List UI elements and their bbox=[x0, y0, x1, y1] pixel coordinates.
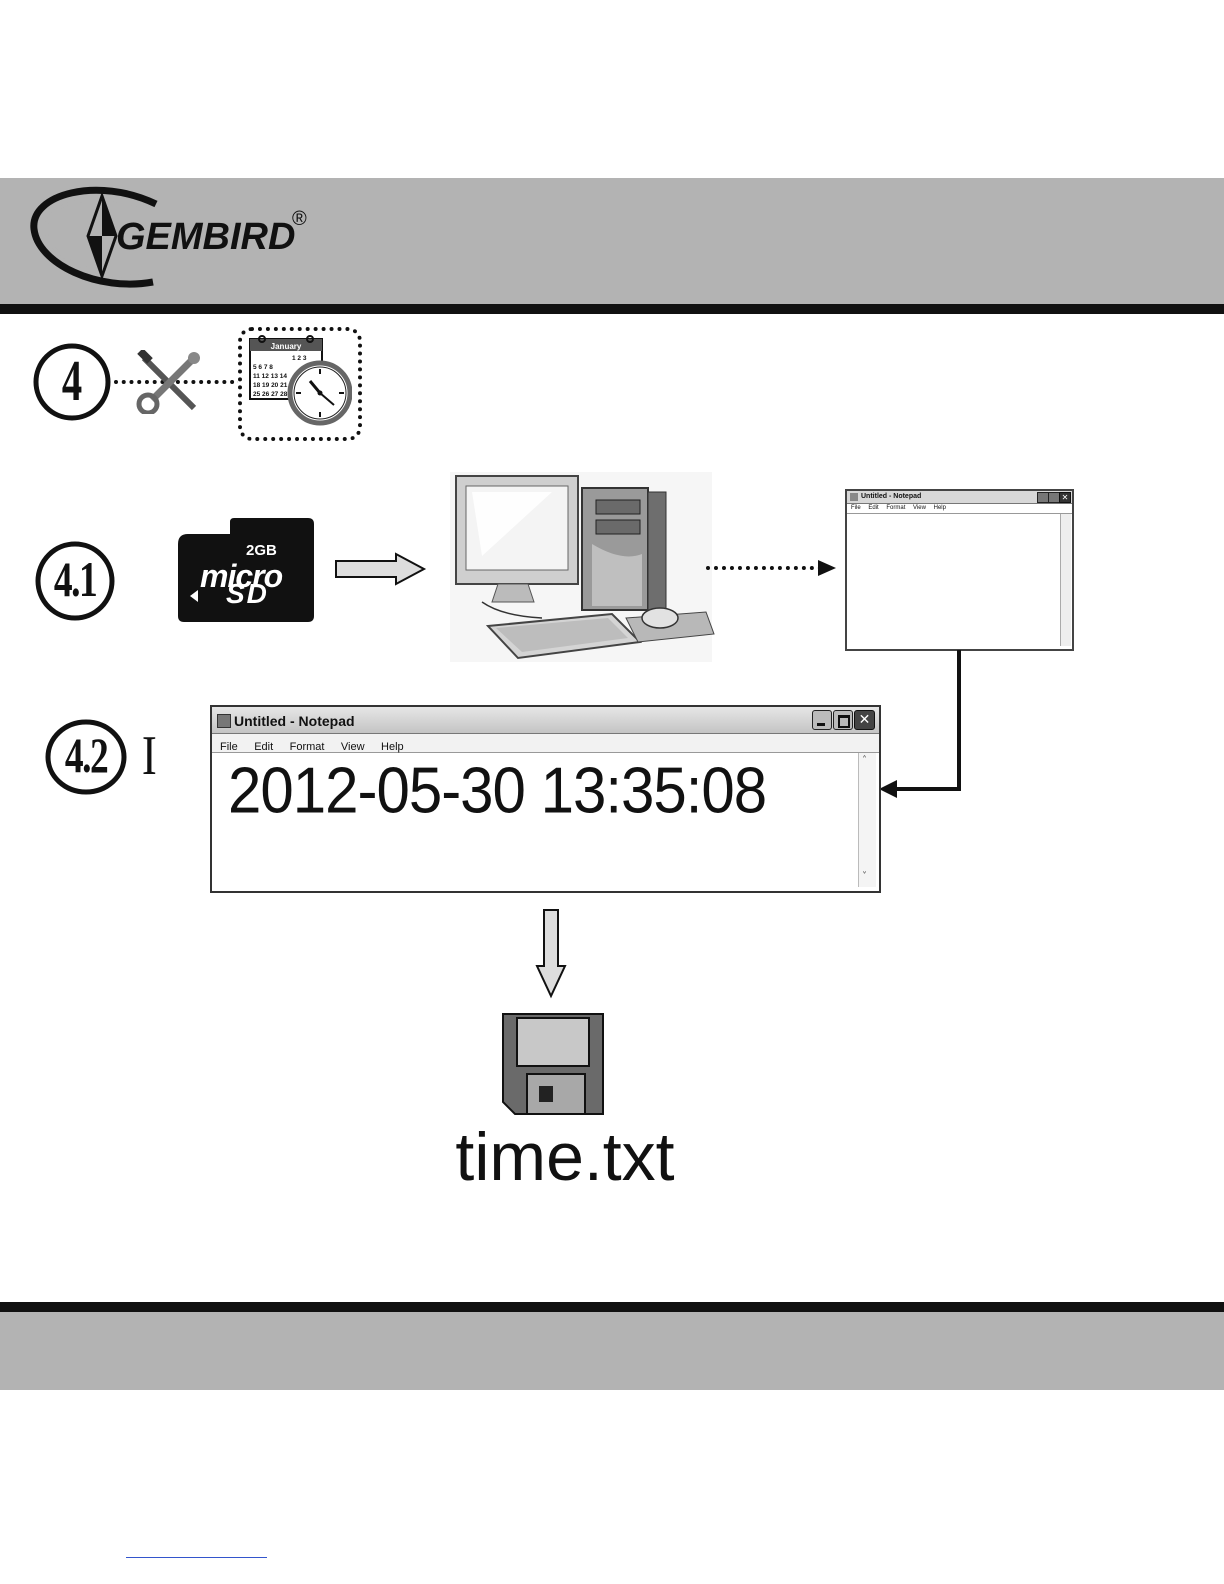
registered-mark: ® bbox=[292, 208, 307, 231]
scroll-down-icon[interactable]: ˅ bbox=[862, 871, 867, 882]
notepad-scrollbar[interactable]: ˄ ˅ bbox=[858, 753, 876, 887]
connector-vertical bbox=[957, 650, 961, 791]
header-rule bbox=[0, 304, 1224, 314]
menu-edit[interactable]: Edit bbox=[254, 741, 273, 753]
small-scrollbar[interactable] bbox=[1060, 514, 1071, 646]
footer-band bbox=[0, 1312, 1224, 1390]
dotted-connector bbox=[706, 566, 822, 570]
small-notepad-window: Untitled - Notepad ✕ File Edit Format Vi… bbox=[845, 489, 1074, 651]
menu-view[interactable]: View bbox=[341, 741, 365, 753]
small-close-icon[interactable]: ✕ bbox=[1059, 492, 1071, 503]
calendar-row: 25 26 27 28 bbox=[253, 391, 288, 398]
small-menu-edit[interactable]: Edit bbox=[868, 505, 878, 511]
clock-icon bbox=[290, 363, 350, 423]
text-cursor-icon: I bbox=[142, 724, 157, 788]
calendar-row: 11 12 13 14 bbox=[253, 373, 287, 380]
footer-rule bbox=[0, 1302, 1224, 1312]
saved-filename: time.txt bbox=[440, 1118, 690, 1196]
step-4-number: 4 bbox=[44, 352, 100, 410]
notepad-title: Untitled - Notepad bbox=[234, 713, 355, 729]
calendar-row: 1 2 3 bbox=[292, 355, 307, 362]
small-menu-help[interactable]: Help bbox=[934, 505, 946, 511]
small-notepad-menubar: File Edit Format View Help bbox=[851, 505, 946, 511]
small-notepad-app-icon bbox=[850, 493, 858, 501]
maximize-icon bbox=[838, 715, 850, 728]
arrow-down-icon bbox=[535, 908, 567, 1000]
desktop-computer-icon bbox=[442, 466, 722, 666]
arrow-right-icon bbox=[334, 552, 428, 586]
scroll-up-icon[interactable]: ˄ bbox=[862, 755, 867, 766]
sd-capacity: 2GB bbox=[246, 542, 277, 559]
maximize-button[interactable] bbox=[833, 710, 853, 730]
small-notepad-title: Untitled - Notepad bbox=[861, 493, 921, 500]
calendar-row: 5 6 7 8 bbox=[253, 364, 273, 371]
minimize-button[interactable] bbox=[812, 710, 832, 730]
notepad-text-area[interactable]: 2012-05-30 13:35:08 bbox=[228, 753, 766, 828]
small-menu-file[interactable]: File bbox=[851, 505, 861, 511]
calendar-icon: January 1 2 3 5 6 7 8 11 12 13 14 18 19 … bbox=[248, 333, 352, 431]
menu-help[interactable]: Help bbox=[381, 741, 404, 753]
minimize-icon bbox=[817, 723, 825, 726]
calendar-row: 18 19 20 21 bbox=[253, 382, 288, 389]
notepad-menubar: File Edit Format View Help bbox=[212, 734, 879, 753]
arrowhead-right-icon bbox=[818, 560, 836, 576]
connector-horizontal bbox=[894, 787, 961, 791]
small-menu-view[interactable]: View bbox=[913, 505, 926, 511]
notepad-window: Untitled - Notepad ✕ File Edit Format Vi… bbox=[210, 705, 881, 893]
step-4-1-number: 4.1 bbox=[41, 554, 109, 604]
menu-file[interactable]: File bbox=[220, 741, 238, 753]
brand-name: GEMBIRD bbox=[116, 216, 295, 259]
small-menu-format[interactable]: Format bbox=[886, 505, 905, 511]
menu-format[interactable]: Format bbox=[290, 741, 325, 753]
step-4-2-number: 4.2 bbox=[52, 730, 121, 780]
close-button[interactable]: ✕ bbox=[854, 710, 875, 730]
calendar-month: January bbox=[271, 342, 302, 351]
notepad-app-icon bbox=[217, 714, 231, 728]
arrowhead-left-icon bbox=[879, 780, 897, 798]
floppy-disk-save-icon bbox=[501, 1012, 607, 1116]
close-icon: ✕ bbox=[859, 712, 871, 728]
footer-link-underline[interactable] bbox=[126, 1557, 267, 1558]
sd-brand-sd: SD bbox=[226, 578, 269, 610]
tools-icon bbox=[136, 350, 202, 414]
